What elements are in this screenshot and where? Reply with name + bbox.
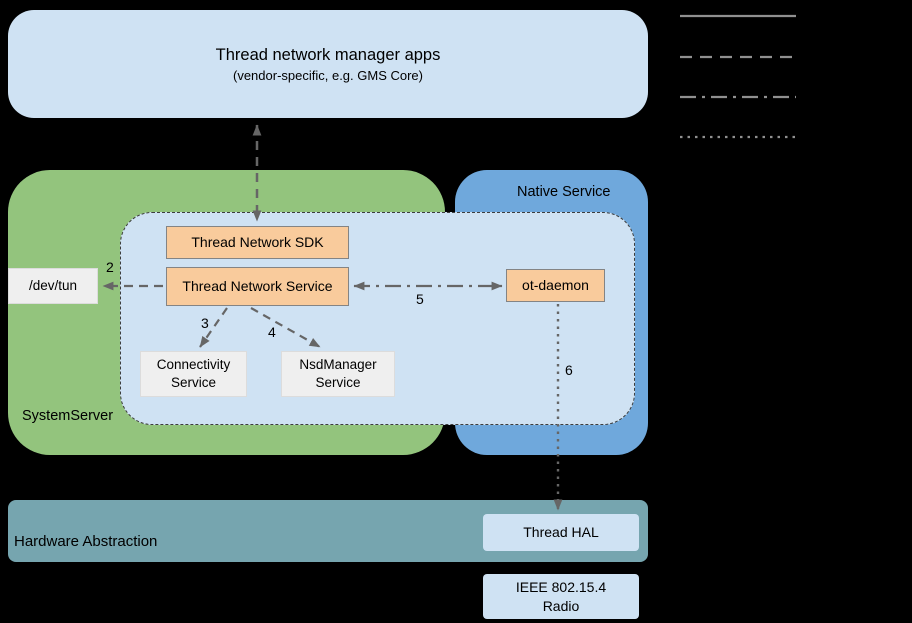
apps-box-title: Thread network manager apps <box>215 45 441 64</box>
system-server-label: SystemServer <box>22 408 114 424</box>
thread-hal-box: Thread HAL <box>483 514 639 551</box>
arrow-label-2: 2 <box>106 259 114 275</box>
thread-network-service-box: Thread Network Service <box>166 267 349 306</box>
thread-network-sdk-box: Thread Network SDK <box>166 226 349 259</box>
nsd-manager-service-box: NsdManager Service <box>281 351 395 397</box>
arrow-label-4: 4 <box>268 324 276 340</box>
apps-box-subtitle: (vendor-specific, e.g. GMS Core) <box>232 67 423 83</box>
ieee-radio-box: IEEE 802.15.4 Radio <box>483 574 639 619</box>
native-service-label: Native Service <box>517 184 611 200</box>
hardware-abstraction-label: Hardware Abstraction <box>14 533 158 550</box>
connectivity-service-box: Connectivity Service <box>140 351 247 397</box>
arrow-label-5: 5 <box>416 291 424 307</box>
arrow-label-6: 6 <box>565 362 573 378</box>
ot-daemon-box: ot-daemon <box>506 269 605 302</box>
arrow-label-3: 3 <box>201 315 209 331</box>
thread-manager-apps-box: Thread network manager apps (vendor-spec… <box>8 10 648 118</box>
dev-tun-box: /dev/tun <box>8 268 98 304</box>
